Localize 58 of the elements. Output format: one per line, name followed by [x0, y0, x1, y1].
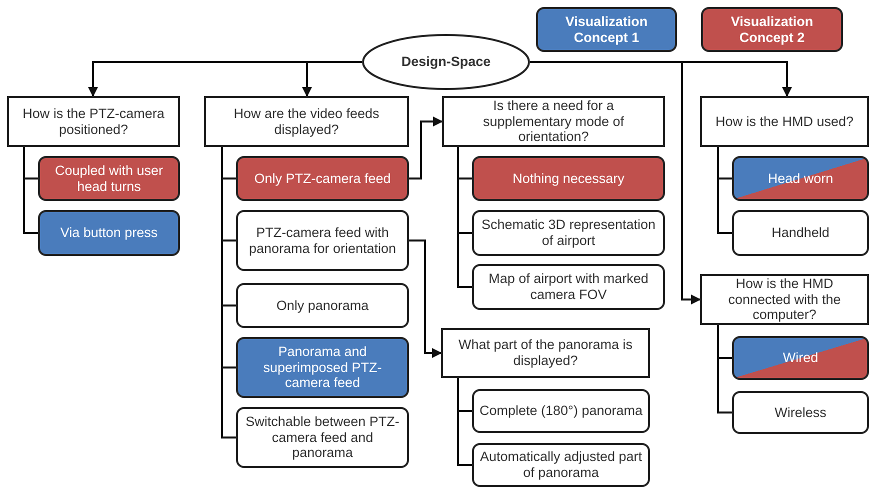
option-box	[236, 210, 409, 271]
option-box	[472, 156, 665, 201]
node-text: Only panorama	[276, 298, 369, 314]
arrow	[409, 116, 443, 180]
option-box	[236, 337, 409, 398]
option-box	[472, 389, 650, 433]
question-box	[700, 96, 869, 147]
node-text: Is there a need for a supplementary mode of orientation?	[482, 98, 626, 145]
option-box	[236, 407, 409, 468]
node-text: How is the PTZ-camera positioned?	[22, 106, 166, 138]
connector-line	[23, 147, 38, 234]
connector-line	[221, 147, 236, 438]
node-text: Panorama and superimposed PTZ-camera feed	[262, 344, 383, 391]
node-text: Map of airport with marked camera FOV	[488, 271, 650, 303]
option-box	[472, 443, 650, 487]
root-ellipse	[362, 34, 530, 90]
option-box	[38, 210, 180, 256]
node-text: Visualization Concept 1	[564, 14, 649, 46]
question-box	[441, 328, 650, 378]
node-text: Automatically adjusted part of panorama	[478, 449, 644, 481]
option-box	[732, 336, 869, 380]
option-box	[732, 156, 869, 201]
question-box	[700, 274, 869, 325]
node-text: Schematic 3D representation of airport	[480, 217, 657, 249]
arrow	[302, 61, 362, 97]
question-box	[442, 96, 665, 147]
arrow	[409, 240, 442, 358]
node-text: Wireless	[774, 404, 826, 420]
node-text: Nothing necessary	[512, 170, 624, 186]
node-text: Only PTZ-camera feed	[254, 170, 391, 186]
concept-legend-box	[701, 7, 843, 52]
node-text: Handheld	[772, 225, 830, 241]
node-text: PTZ-camera feed with panorama for orientation	[248, 224, 398, 256]
node-text: Via button press	[60, 225, 158, 241]
connector-line	[457, 378, 472, 466]
option-box	[38, 156, 180, 201]
node-text: Coupled with user head turns	[54, 162, 164, 194]
connector-line	[717, 325, 732, 414]
node-text: How are the video feeds displayed?	[232, 106, 380, 138]
node-text: Head worn	[768, 170, 834, 186]
arrow	[530, 61, 701, 304]
concept-legend-box	[536, 7, 677, 52]
question-box	[7, 96, 180, 147]
node-text: What part of the panorama is displayed?	[457, 337, 634, 369]
option-box	[472, 264, 665, 310]
node-text: Switchable between PTZ-camera feed and panorama	[244, 414, 400, 461]
node-text: Complete (180°) panorama	[480, 403, 642, 419]
option-box	[732, 391, 869, 434]
node-text: How is the HMD used?	[715, 114, 854, 130]
option-box	[732, 210, 869, 256]
node-text: How is the HMD connected with the computer?	[727, 276, 842, 323]
node-text: Design-Space	[401, 54, 491, 70]
connector-line	[717, 147, 732, 234]
question-box	[204, 96, 409, 147]
option-box	[236, 283, 409, 328]
option-box	[236, 156, 409, 201]
node-text: Visualization Concept 2	[730, 14, 814, 46]
option-box	[472, 210, 665, 256]
